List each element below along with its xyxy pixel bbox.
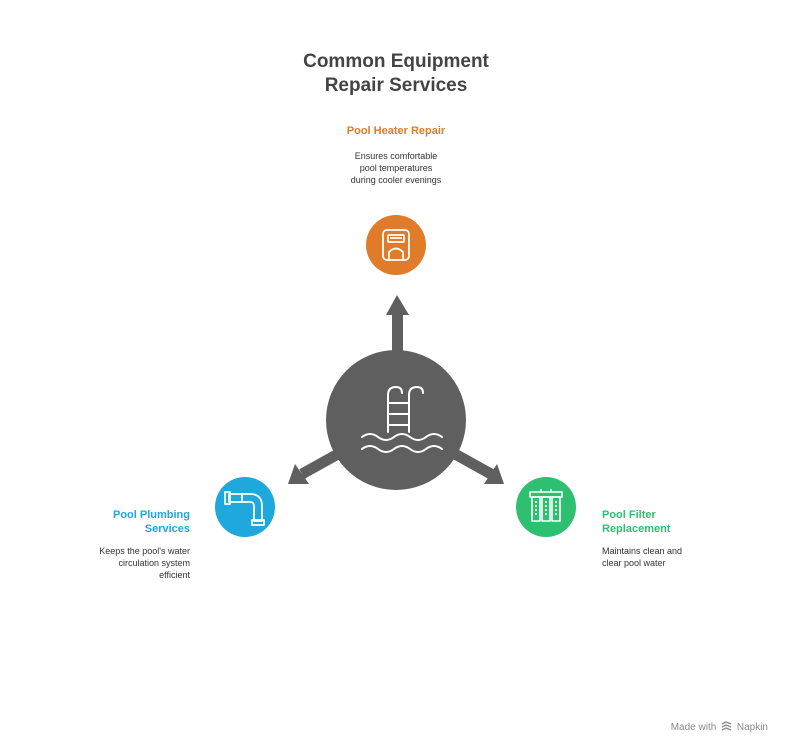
watermark-prefix: Made with (670, 722, 717, 733)
heater-desc-line-2: pool temperatures (359, 163, 433, 173)
hub-circle (326, 350, 466, 490)
pool-ladder-icon (361, 385, 443, 453)
arrow-to-filter (452, 449, 504, 484)
arrow-to-plumbing (288, 449, 341, 484)
arrow-to-heater (386, 295, 409, 352)
filter-desc-line-1: Maintains clean and (602, 546, 683, 556)
plumbing-heading-line-2: Services (144, 523, 190, 535)
plumbing-node-circle (215, 477, 275, 537)
pipe-icon (224, 491, 265, 526)
filter-heading: Pool Filter Replacement (602, 508, 670, 536)
plumbing-heading: Pool Plumbing Services (113, 508, 190, 536)
napkin-logo-icon (721, 721, 732, 731)
heater-description: Ensures comfortable pool temperatures du… (296, 150, 496, 186)
title-line-1: Common Equipment (303, 51, 489, 72)
title-line-2: Repair Services (324, 75, 468, 96)
plumbing-desc-line-3: efficient (159, 570, 190, 580)
filter-desc-line-2: clear pool water (602, 558, 666, 568)
filter-cartridge-icon (529, 489, 563, 522)
made-with-napkin-watermark: Made with Napkin (671, 721, 768, 733)
plumbing-desc-line-1: Keeps the pool's water (99, 546, 190, 556)
diagram-title: Common Equipment Repair Services (0, 50, 792, 98)
plumbing-desc-line-2: circulation system (118, 558, 190, 568)
heater-heading: Pool Heater Repair (346, 125, 446, 137)
filter-heading-line-2: Replacement (602, 523, 671, 535)
filter-heading-line-1: Pool Filter (602, 509, 656, 521)
heater-icon (382, 229, 410, 261)
plumbing-description: Keeps the pool's water circulation syste… (99, 545, 190, 581)
heater-desc-line-3: during cooler evenings (350, 175, 442, 185)
plumbing-heading-line-1: Pool Plumbing (113, 509, 190, 521)
heater-desc-line-1: Ensures comfortable (354, 151, 438, 161)
filter-description: Maintains clean and clear pool water (602, 545, 682, 569)
watermark-brand: Napkin (736, 722, 768, 733)
heater-node-circle (366, 215, 426, 275)
